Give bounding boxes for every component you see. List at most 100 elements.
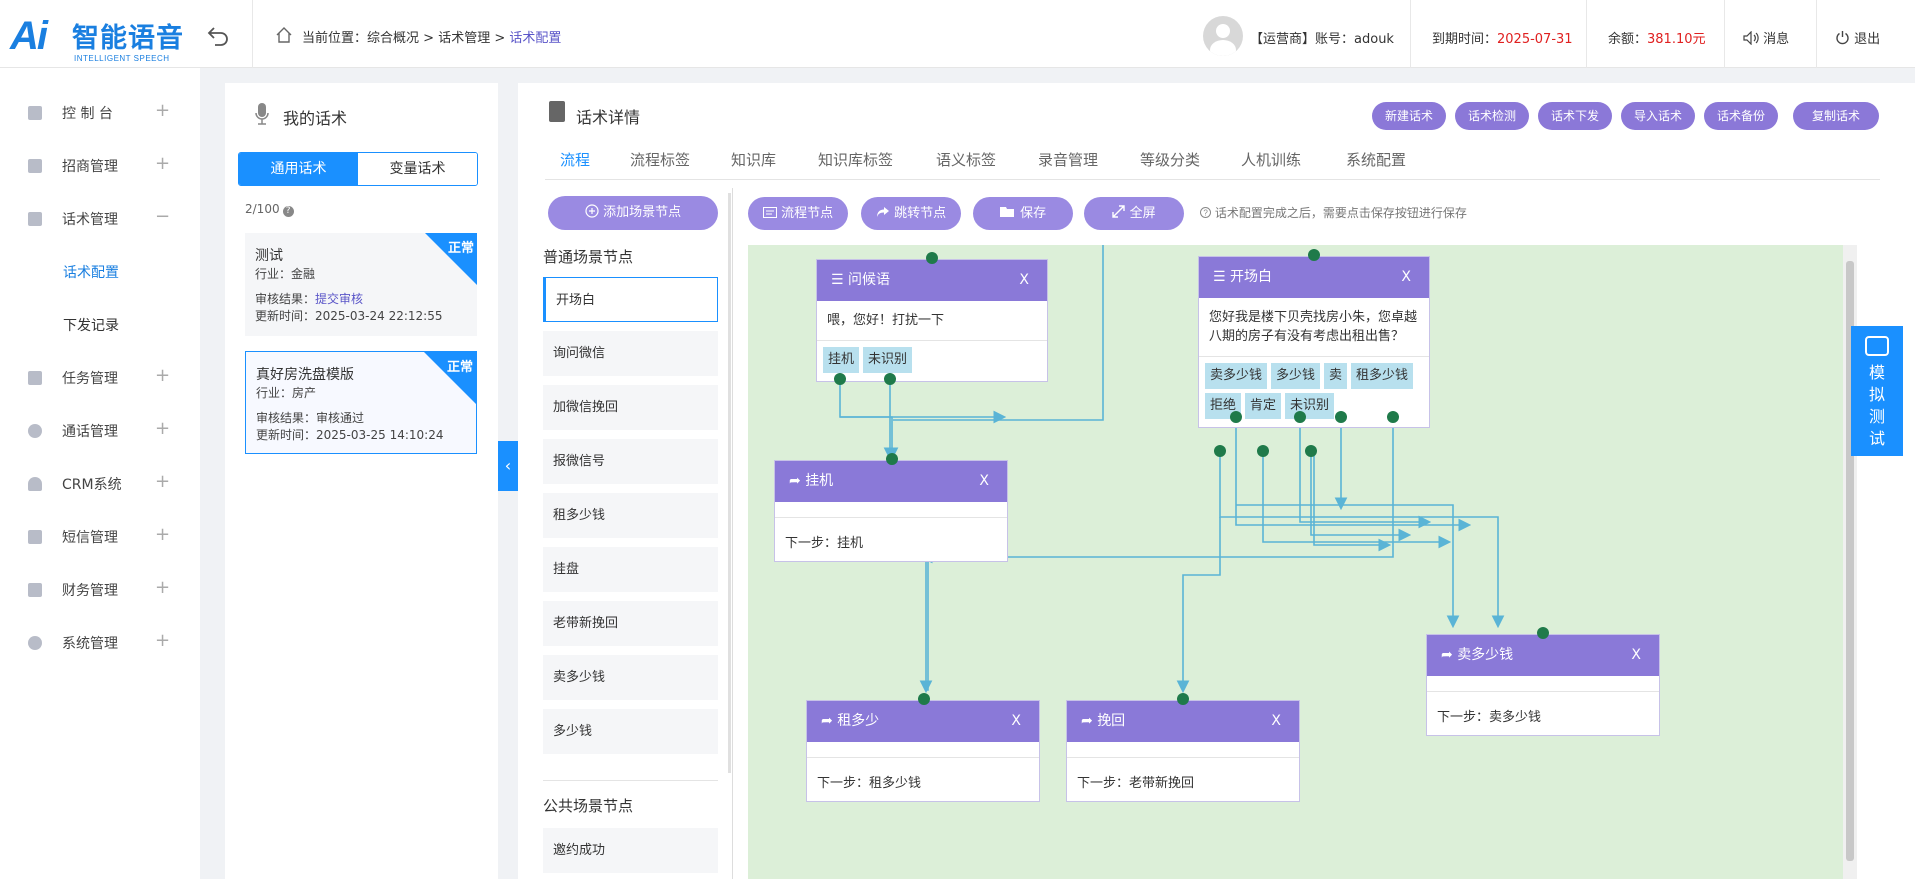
branch-tag[interactable]: 挂机 (823, 347, 860, 373)
sidebar-subitem-script-config[interactable]: 话术配置 (63, 265, 119, 281)
tab-knowledge-tags[interactable]: 知识库标签 (818, 151, 894, 169)
node-output-port[interactable] (834, 373, 846, 385)
import-script-button[interactable]: 导入话术 (1621, 102, 1695, 130)
tab-knowledge[interactable]: 知识库 (731, 151, 777, 169)
review-value[interactable]: 提交审核 (315, 292, 364, 306)
collapse-panel-button[interactable]: ‹ (498, 441, 518, 491)
fullscreen-button[interactable]: 全屏 (1084, 197, 1184, 230)
node-list-scrollbar[interactable] (728, 193, 731, 773)
sidebar-item-recruit[interactable]: 招商管理 + (0, 141, 200, 191)
node-output-port[interactable] (1387, 411, 1399, 423)
expand-icon[interactable]: + (155, 153, 171, 174)
node-output-port[interactable] (884, 373, 896, 385)
close-icon[interactable]: X (1271, 713, 1281, 729)
tab-variable-script[interactable]: 变量话术 (358, 153, 477, 185)
undo-icon[interactable] (205, 22, 235, 52)
expand-icon[interactable]: + (155, 577, 171, 598)
node-input-port[interactable] (1177, 693, 1189, 705)
breadcrumb-script-mgmt[interactable]: 话术管理 (438, 31, 491, 46)
node-input-port[interactable] (926, 252, 938, 264)
avatar[interactable] (1203, 16, 1243, 56)
flow-node-button[interactable]: 流程节点 (748, 197, 848, 230)
tab-flow[interactable]: 流程 (560, 151, 591, 169)
help-icon[interactable]: ? (282, 206, 294, 217)
expand-icon[interactable]: + (155, 365, 171, 386)
expand-icon[interactable]: + (155, 524, 171, 545)
sidebar-item-script[interactable]: 话术管理 − (0, 194, 200, 244)
scene-node-item[interactable]: 开场白 (543, 277, 718, 322)
tab-flow-tags[interactable]: 流程标签 (630, 151, 691, 169)
node-output-port[interactable] (1230, 411, 1242, 423)
branch-tag[interactable]: 卖 (1324, 363, 1348, 389)
sidebar-subitem-dispatch-log[interactable]: 下发记录 (63, 318, 119, 334)
tab-system-config[interactable]: 系统配置 (1346, 151, 1407, 169)
node-output-port[interactable] (1257, 445, 1269, 457)
node-input-port[interactable] (886, 453, 898, 465)
new-script-button[interactable]: 新建话术 (1372, 102, 1446, 130)
check-script-button[interactable]: 话术检测 (1455, 102, 1529, 130)
close-icon[interactable]: X (1011, 713, 1021, 729)
copy-script-button[interactable]: 复制话术 (1793, 102, 1879, 130)
sidebar-item-sms[interactable]: 短信管理 + (0, 512, 200, 562)
tab-recordings[interactable]: 录音管理 (1038, 151, 1099, 169)
branch-tag[interactable]: 未识别 (1285, 393, 1335, 419)
scene-node-item[interactable]: 挂盘 (543, 547, 718, 592)
sidebar-item-crm[interactable]: CRM系统 + (0, 459, 200, 509)
add-scene-node-button[interactable]: 添加场景节点 (548, 196, 718, 230)
scene-node-item[interactable]: 多少钱 (543, 709, 718, 754)
node-output-port[interactable] (1305, 445, 1317, 457)
collapse-icon[interactable]: − (155, 206, 171, 227)
tab-semantic-tags[interactable]: 语义标签 (936, 151, 997, 169)
close-icon[interactable]: X (1631, 647, 1641, 663)
node-output-port[interactable] (1294, 411, 1306, 423)
expand-icon[interactable]: + (155, 418, 171, 439)
close-icon[interactable]: X (979, 473, 989, 489)
script-card-selected[interactable]: 正常 真好房洗盘模版 行业：房产 审核结果：审核通过 更新时间：2025-03-… (245, 351, 477, 454)
node-input-port[interactable] (1308, 249, 1320, 261)
expand-icon[interactable]: + (155, 471, 171, 492)
node-output-port[interactable] (1214, 445, 1226, 457)
tab-general-script[interactable]: 通用话术 (239, 153, 358, 185)
tab-training[interactable]: 人机训练 (1241, 151, 1302, 169)
branch-tag[interactable]: 肯定 (1245, 393, 1282, 419)
expand-icon[interactable]: + (155, 630, 171, 651)
tab-levels[interactable]: 等级分类 (1140, 151, 1201, 169)
simulate-test-button[interactable]: 模拟测试 (1851, 326, 1903, 456)
branch-tag[interactable]: 租多少钱 (1351, 363, 1414, 389)
dispatch-script-button[interactable]: 话术下发 (1538, 102, 1612, 130)
message-button[interactable]: 消息 (1743, 28, 1789, 47)
jump-node-button[interactable]: 跳转节点 (861, 197, 961, 230)
expand-icon[interactable]: + (155, 100, 171, 121)
save-button[interactable]: 保存 (973, 197, 1073, 230)
branch-tag[interactable]: 多少钱 (1271, 363, 1321, 389)
scene-node-item[interactable]: 卖多少钱 (543, 655, 718, 700)
scene-node-item[interactable]: 加微信挽回 (543, 385, 718, 430)
close-icon[interactable]: X (1019, 272, 1029, 288)
sidebar-item-system[interactable]: 系统管理 + (0, 618, 200, 668)
backup-script-button[interactable]: 话术备份 (1704, 102, 1778, 130)
scene-node-item[interactable]: 租多少钱 (543, 493, 718, 538)
close-icon[interactable]: X (1401, 269, 1411, 285)
script-card[interactable]: 正常 测试 行业：金融 审核结果：提交审核 更新时间：2025-03-24 22… (245, 233, 477, 336)
node-input-port[interactable] (1537, 627, 1549, 639)
logout-button[interactable]: 退出 (1835, 28, 1880, 47)
breadcrumb-overview[interactable]: 综合概况 (367, 31, 420, 46)
sidebar-item-call[interactable]: 通话管理 + (0, 406, 200, 456)
public-node-item[interactable]: 邀约成功 (543, 828, 718, 873)
node-output-port[interactable] (1335, 411, 1347, 423)
sidebar-item-console[interactable]: 控 制 台 + (0, 88, 200, 138)
sidebar-item-task[interactable]: 任务管理 + (0, 353, 200, 403)
node-input-port[interactable] (918, 693, 930, 705)
